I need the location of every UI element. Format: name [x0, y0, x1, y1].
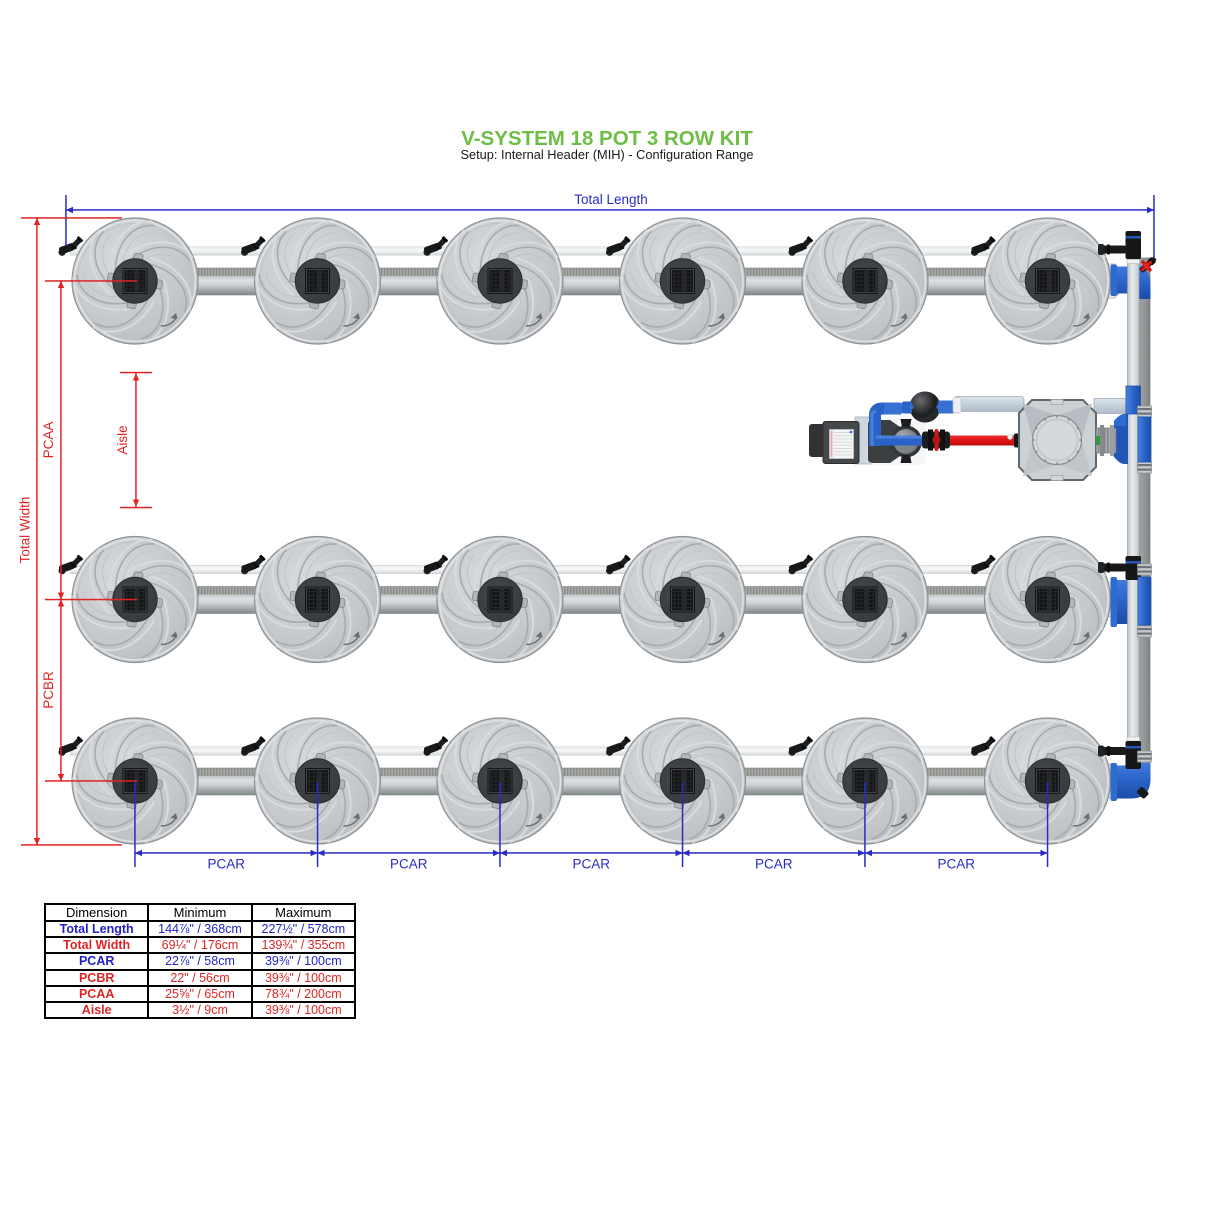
svg-text:PCAR: PCAR — [207, 857, 245, 872]
svg-text:Total Width: Total Width — [18, 497, 33, 564]
svg-text:PCAR: PCAR — [937, 857, 975, 872]
svg-text:PCBR: PCBR — [41, 671, 56, 709]
svg-text:PCAR: PCAR — [390, 857, 428, 872]
svg-text:PCAA: PCAA — [41, 422, 56, 459]
svg-text:Total Length: Total Length — [574, 192, 648, 207]
svg-text:Aisle: Aisle — [115, 425, 130, 454]
svg-text:PCAR: PCAR — [572, 857, 610, 872]
svg-text:PCAR: PCAR — [755, 857, 793, 872]
